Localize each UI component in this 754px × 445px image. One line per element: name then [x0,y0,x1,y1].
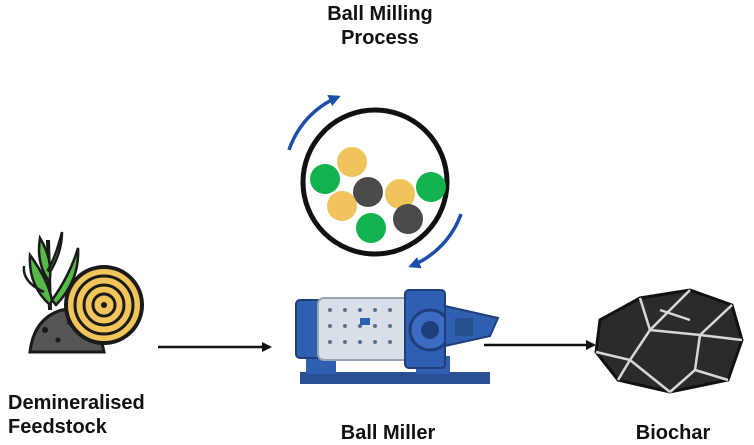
rotation-arrow-bottom-icon [408,213,463,269]
process-title-line2: Process [341,27,419,49]
feedstock-label-line1: Demineralised [8,392,145,414]
ball-green-2 [356,213,386,243]
ball-miller-label: Ball Miller [340,422,436,444]
ball-yellow-1 [337,147,367,177]
rotation-arrow-top-icon [287,95,341,151]
charcoal-chunk-icon [594,288,744,394]
plant-and-hay-bale-icon [22,231,144,354]
ball-green-3 [416,172,446,202]
ball-green-1 [310,164,340,194]
ball-yellow-2 [327,191,357,221]
ball-gray-2 [393,204,423,234]
ball-gray-1 [353,177,383,207]
process-title-line1: Ball Milling [327,3,433,25]
ball-yellow-3 [385,179,415,209]
ball-mill-machine-icon [295,289,500,384]
process-title: Ball Milling Process [300,2,460,50]
feedstock-label-line2: Feedstock [8,416,107,438]
milling-drum [300,107,450,257]
biochar-label: Biochar [635,422,711,444]
feedstock-label: Demineralised Feedstock [8,391,178,439]
